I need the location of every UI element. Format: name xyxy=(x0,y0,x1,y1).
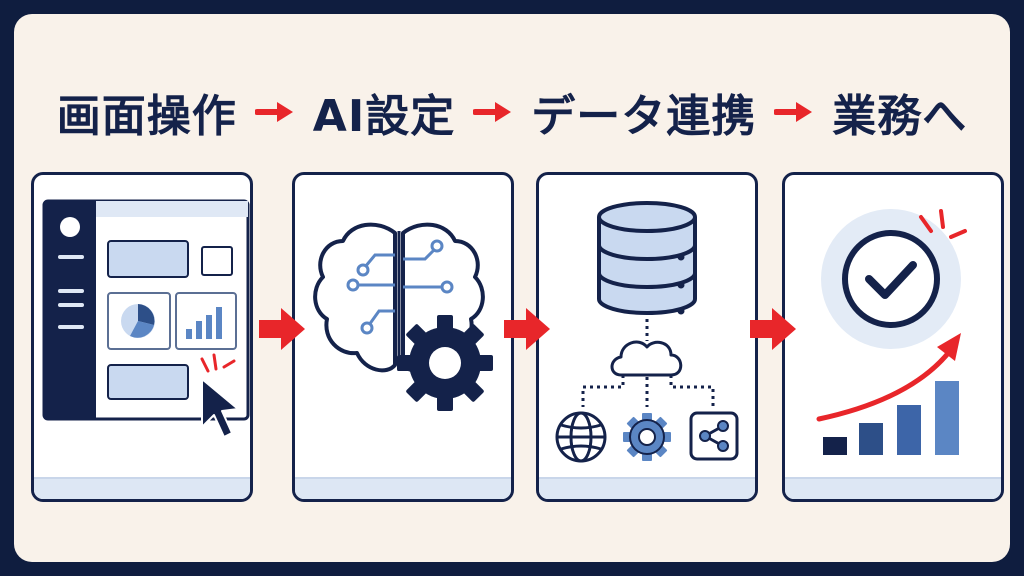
step-title-3: データ連携 xyxy=(531,91,757,142)
dashboard-screen-icon xyxy=(42,199,250,438)
arrow-right-icon xyxy=(254,102,293,122)
arrow-right-icon xyxy=(259,308,305,350)
growth-check-chart-icon xyxy=(816,209,967,455)
step-title-1: 画面操作 xyxy=(56,91,237,142)
step-title-2: AI設定 xyxy=(312,91,456,142)
arrow-right-icon xyxy=(774,102,813,122)
ai-brain-gear-icon xyxy=(313,222,493,411)
process-headline: 画面操作 AI設定 データ連携 業務へ xyxy=(14,72,1010,152)
arrow-right-icon xyxy=(750,308,796,350)
card-screen-operation xyxy=(31,172,253,502)
slide-frame: 画面操作 AI設定 データ連携 業務へ xyxy=(14,14,1010,562)
step-title-4: 業務へ xyxy=(832,91,968,142)
card-ai-setting xyxy=(292,172,514,502)
card-business xyxy=(782,172,1004,502)
arrow-right-icon xyxy=(504,308,550,350)
arrow-right-icon xyxy=(473,102,512,122)
card-data-integration xyxy=(536,172,758,502)
database-cloud-network-icon xyxy=(555,201,739,463)
